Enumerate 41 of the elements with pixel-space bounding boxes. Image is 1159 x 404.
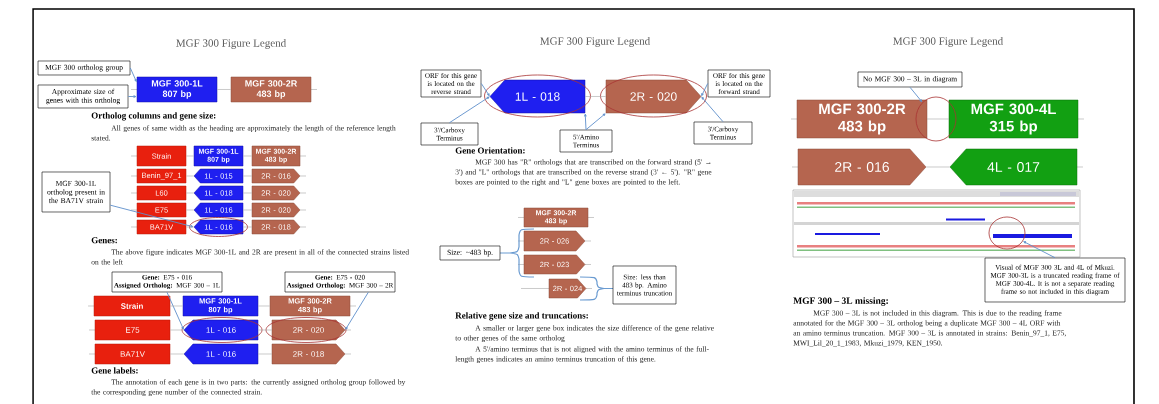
strain-box: E75 — [94, 319, 171, 341]
track-line — [169, 329, 185, 331]
section-heading: Relative gene size and truncations: — [455, 312, 588, 321]
gene-box: 2R - 020 — [271, 319, 346, 341]
section-heading: Genes: — [91, 237, 117, 244]
strain-box: Strain — [93, 295, 171, 317]
figure-title: MGF 300 Figure Legend — [176, 39, 287, 49]
strain-box: BA71V — [94, 343, 171, 365]
track-line — [584, 96, 607, 97]
gene-header-box: MGF 300-2R 483 bp — [796, 99, 928, 139]
leader-arrow — [129, 67, 137, 82]
track-line — [216, 89, 232, 90]
section-heading: MGF 300 – 3L missing: — [793, 297, 888, 306]
gene-box: 2R - 020 — [605, 79, 702, 114]
leader-arrow — [701, 83, 709, 97]
leader-arrow — [109, 204, 194, 228]
section-heading: Gene Orientation: — [455, 147, 525, 154]
track-line — [185, 226, 195, 228]
figure-title: MGF 300 Figure Legend — [540, 37, 650, 47]
gene-header-box: MGF 300-2R 483 bp — [230, 76, 312, 103]
leader-arrow — [701, 96, 724, 123]
leader-arrow — [585, 113, 606, 131]
gene-box: 1L - 016 — [183, 319, 259, 341]
highlight-circle — [988, 216, 1026, 250]
figure-title: MGF 300 Figure Legend — [893, 37, 1003, 47]
gene-header-box: MGF 300-4L 315 bp — [948, 99, 1079, 139]
gene-box: 2R - 016 — [797, 148, 927, 186]
section-heading: Ortholog columns and gene size: — [91, 112, 216, 121]
leader-arrow — [166, 291, 184, 330]
leader-arrow — [480, 83, 490, 97]
leader-arrow — [909, 86, 923, 103]
leader-arrow — [449, 96, 490, 124]
gene-box: 1L - 016 — [183, 343, 259, 365]
leader-arrow — [345, 291, 369, 330]
gene-box: 2R - 018 — [271, 343, 346, 365]
gene-box: 1L - 018 — [489, 79, 586, 114]
leader-arrow — [584, 113, 587, 131]
gene-header-box: MGF 300-1L 807 bp — [136, 76, 218, 103]
gene-box: 4L - 017 — [949, 148, 1078, 186]
highlight-circle — [915, 96, 957, 142]
leader-arrow — [127, 95, 137, 98]
